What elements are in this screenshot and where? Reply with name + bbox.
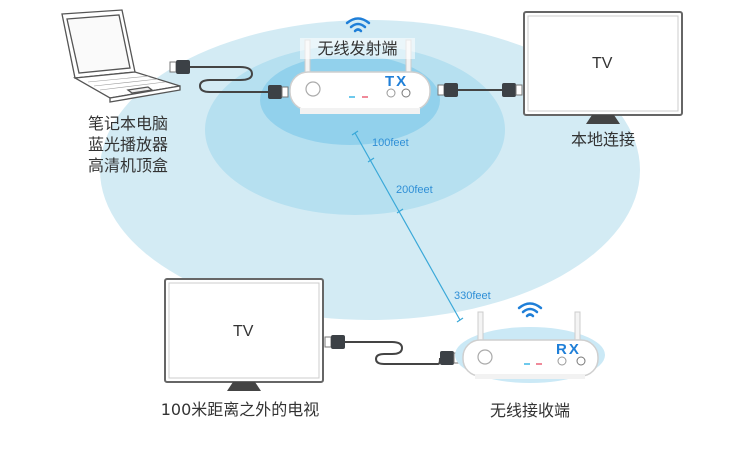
source-label-line-2: 蓝光播放器 (87, 135, 168, 154)
range-line (351, 130, 464, 323)
local-tv-label: 本地连接 (570, 130, 635, 149)
source-label-line-3: 高清机顶盒 (87, 156, 168, 175)
source-devices-label: 笔记本电脑 蓝光播放器 高清机顶盒 (68, 113, 188, 176)
range-label-330ft: 330feet (454, 290, 491, 302)
cable-laptop-tx (169, 60, 289, 99)
laptop-icon (61, 9, 181, 103)
remote-tv-screen-text: TV (233, 323, 254, 340)
rx-wifi-icon (517, 302, 543, 318)
transmitter-badge: TX (385, 73, 409, 90)
range-label-100ft: 100feet (372, 137, 409, 149)
tx-wifi-icon (345, 17, 371, 33)
local-tv-icon (523, 11, 683, 124)
transmitter-label: 无线发射端 (300, 38, 415, 59)
source-label-line-1: 笔记本电脑 (87, 114, 168, 133)
rx-power-button-icon (477, 349, 493, 365)
remote-tv-label: 100米距离之外的电视 (160, 400, 320, 419)
remote-tv-icon (164, 278, 324, 391)
range-label-200ft: 200feet (396, 184, 433, 196)
local-tv-screen-text: TV (592, 55, 613, 72)
receiver-device (455, 311, 605, 383)
cable-remote-tv-rx (324, 335, 461, 365)
receiver-badge: RX (556, 341, 581, 358)
tx-power-button-icon (305, 81, 321, 97)
receiver-label: 无线接收端 (489, 401, 570, 420)
cable-tx-local-tv (437, 83, 523, 97)
